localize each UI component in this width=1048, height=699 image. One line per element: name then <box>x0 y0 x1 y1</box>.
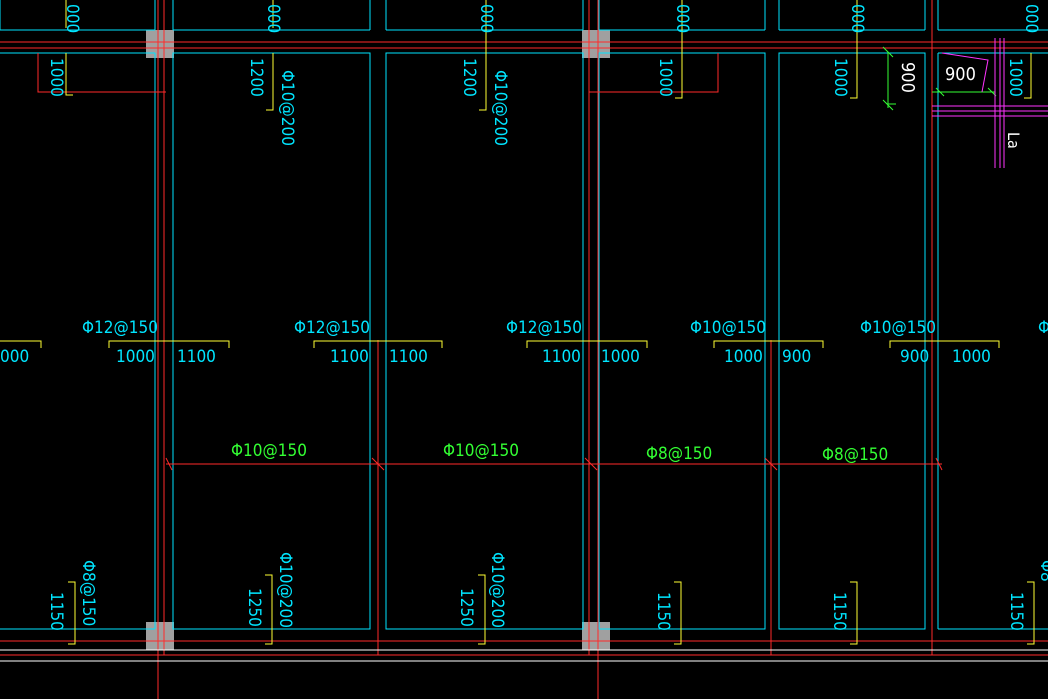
bottom-support-length: 1150 <box>46 592 66 631</box>
mid-bar-left: 1000 <box>724 347 763 367</box>
bottom-support-spec: Φ10@200 <box>275 552 295 628</box>
bottom-support-brackets <box>68 574 1035 645</box>
top-bar-length: 1200 <box>246 58 266 97</box>
bottom-support-spec: Φ10@200 <box>487 552 507 628</box>
bottom-support-labels: 1150 Φ8@150 1250 Φ10@200 1250 Φ10@200 11… <box>46 552 1048 631</box>
top-bar-labels: 1000 1200 Φ10@200 1200 Φ10@200 1000 1000… <box>46 58 1025 146</box>
bottom-support-spec: Φ8 <box>1036 560 1048 582</box>
dim-label: 000 <box>1021 4 1041 33</box>
mid-bar-right: 1100 <box>177 347 216 367</box>
mid-bar-right: 1000 <box>952 347 991 367</box>
column <box>582 30 610 58</box>
mid-bar-spec: Φ12@150 <box>294 318 370 338</box>
dim-label: 000 <box>263 4 283 33</box>
mid-bar-spec: Φ10@150 <box>860 318 936 338</box>
column <box>146 622 174 650</box>
bottom-bar-spec: Φ10@150 <box>231 441 307 461</box>
bottom-support-length: 1250 <box>456 588 476 627</box>
corner-dim: 900 <box>945 64 976 85</box>
corner-detail-labels: 900 900 La <box>897 62 1023 149</box>
bottom-white-lines <box>0 649 1048 662</box>
column <box>146 30 174 58</box>
mid-bar-left: 1100 <box>330 347 369 367</box>
mid-bar-left: 1100 <box>542 347 581 367</box>
corner-dim: 900 <box>897 62 918 93</box>
corner-detail <box>882 38 1048 168</box>
mid-bar-right: 900 <box>782 347 811 367</box>
bottom-bar-spec: Φ10@150 <box>443 441 519 461</box>
dim-label: 000 <box>476 4 496 33</box>
top-bar-length: 1000 <box>1005 58 1025 97</box>
top-bar-length: 1000 <box>655 58 675 97</box>
anchor-label: La <box>1004 132 1023 149</box>
column <box>582 622 610 650</box>
mid-bar-spec: Φ12@150 <box>82 318 158 338</box>
bottom-support-length: 1150 <box>1006 592 1026 631</box>
dim-label: 000 <box>847 4 867 33</box>
mid-bar-labels: 000 Φ12@150 1000 1100 Φ12@150 1100 1100 … <box>0 318 1048 367</box>
mid-bar-spec: Φ <box>1038 318 1048 338</box>
bottom-bar-spec: Φ8@150 <box>646 444 712 464</box>
mid-bar-left: 1000 <box>116 347 155 367</box>
top-bar-spec: Φ10@200 <box>490 70 510 146</box>
mid-bar-right: 1100 <box>389 347 428 367</box>
bottom-support-length: 1150 <box>829 592 849 631</box>
top-bar-spec: Φ10@200 <box>277 70 297 146</box>
mid-support-brackets <box>0 340 1000 348</box>
mid-bar-left: 900 <box>900 347 929 367</box>
bottom-support-length: 1250 <box>244 588 264 627</box>
bottom-support-spec: Φ8@150 <box>78 560 98 626</box>
bottom-support-length: 1150 <box>653 592 673 631</box>
top-edge-labels: 000 000 000 000 000 000 <box>62 4 1041 33</box>
top-bar-length: 1000 <box>46 58 66 97</box>
bottom-bar-spec: Φ8@150 <box>822 445 888 465</box>
top-bar-length: 1000 <box>830 58 850 97</box>
mid-bar-left: 000 <box>0 347 29 367</box>
top-bar-length: 1200 <box>459 58 479 97</box>
bottom-bar-ticks <box>165 457 943 471</box>
bottom-bar-labels: Φ10@150 Φ10@150 Φ8@150 Φ8@150 <box>231 441 888 465</box>
columns <box>146 30 610 650</box>
mid-bar-spec: Φ10@150 <box>690 318 766 338</box>
dim-label: 000 <box>672 4 692 33</box>
top-support-brackets <box>65 0 1032 111</box>
dim-label: 000 <box>62 4 82 33</box>
mid-bar-right: 1000 <box>601 347 640 367</box>
mid-bar-spec: Φ12@150 <box>506 318 582 338</box>
